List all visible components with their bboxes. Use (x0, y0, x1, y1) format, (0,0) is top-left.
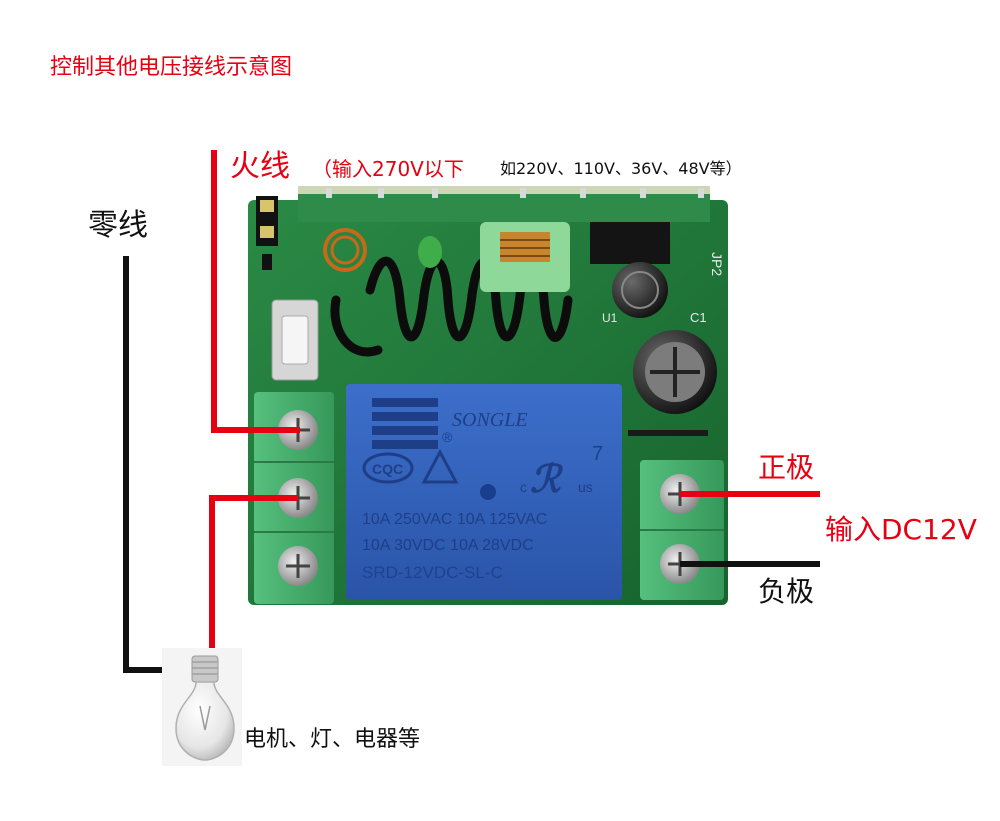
capacitor-large (633, 330, 717, 414)
cqc-text: CQC (372, 461, 403, 477)
ic-chip (590, 222, 670, 264)
relay-rating-line1: 10A 250VAC 10A 125VAC (362, 511, 547, 528)
live-wire-in (211, 150, 300, 433)
live-wire-note: （输入270V以下 (312, 157, 464, 181)
relay: SONGLE ® CQC c ℛ us 7 10A 250VAC 10A 125… (346, 384, 622, 600)
left-screw-3 (278, 546, 318, 586)
relay-seven: 7 (592, 443, 603, 465)
pcb-label-u1: U1 (602, 311, 618, 325)
push-button (271, 299, 319, 381)
pcb-label-c1: C1 (690, 310, 707, 325)
inductor (323, 228, 367, 272)
cqc-mark-icon (362, 452, 414, 484)
relay-rating-line2: 10A 30VDC 10A 28VDC (362, 537, 534, 554)
registered-mark: ® (442, 429, 453, 445)
light-bulb-icon (162, 648, 242, 766)
negative-label: 负极 (758, 575, 815, 608)
ul-us-text: us (578, 479, 593, 495)
load-label: 电机、灯、电器等 (244, 727, 421, 752)
ul-mark-icon: ℛ (530, 459, 564, 501)
input-dc-label: 输入DC12V (825, 513, 977, 546)
neutral-wire (123, 256, 196, 673)
coil-bobbin (480, 222, 570, 292)
page-title: 控制其他电压接线示意图 (50, 55, 293, 80)
jumper-header (256, 196, 278, 270)
triangle-mark-icon (421, 448, 459, 484)
relay-model: SRD-12VDC-SL-C (362, 563, 503, 582)
small-capacitor (418, 236, 442, 268)
live-wire-label: 火线 (230, 149, 290, 184)
songle-logo-icon (372, 398, 438, 449)
live-wire-to-load (209, 495, 298, 668)
ul-c-text: c (520, 479, 527, 495)
live-wire-examples: 如220V、110V、36V、48V等） (500, 159, 742, 178)
neutral-wire-label: 零线 (88, 208, 148, 243)
capacitor-c1 (612, 262, 668, 318)
pcb-label-jp2: JP2 (709, 252, 725, 276)
positive-label: 正极 (758, 451, 815, 484)
relay-brand: SONGLE (452, 409, 528, 431)
